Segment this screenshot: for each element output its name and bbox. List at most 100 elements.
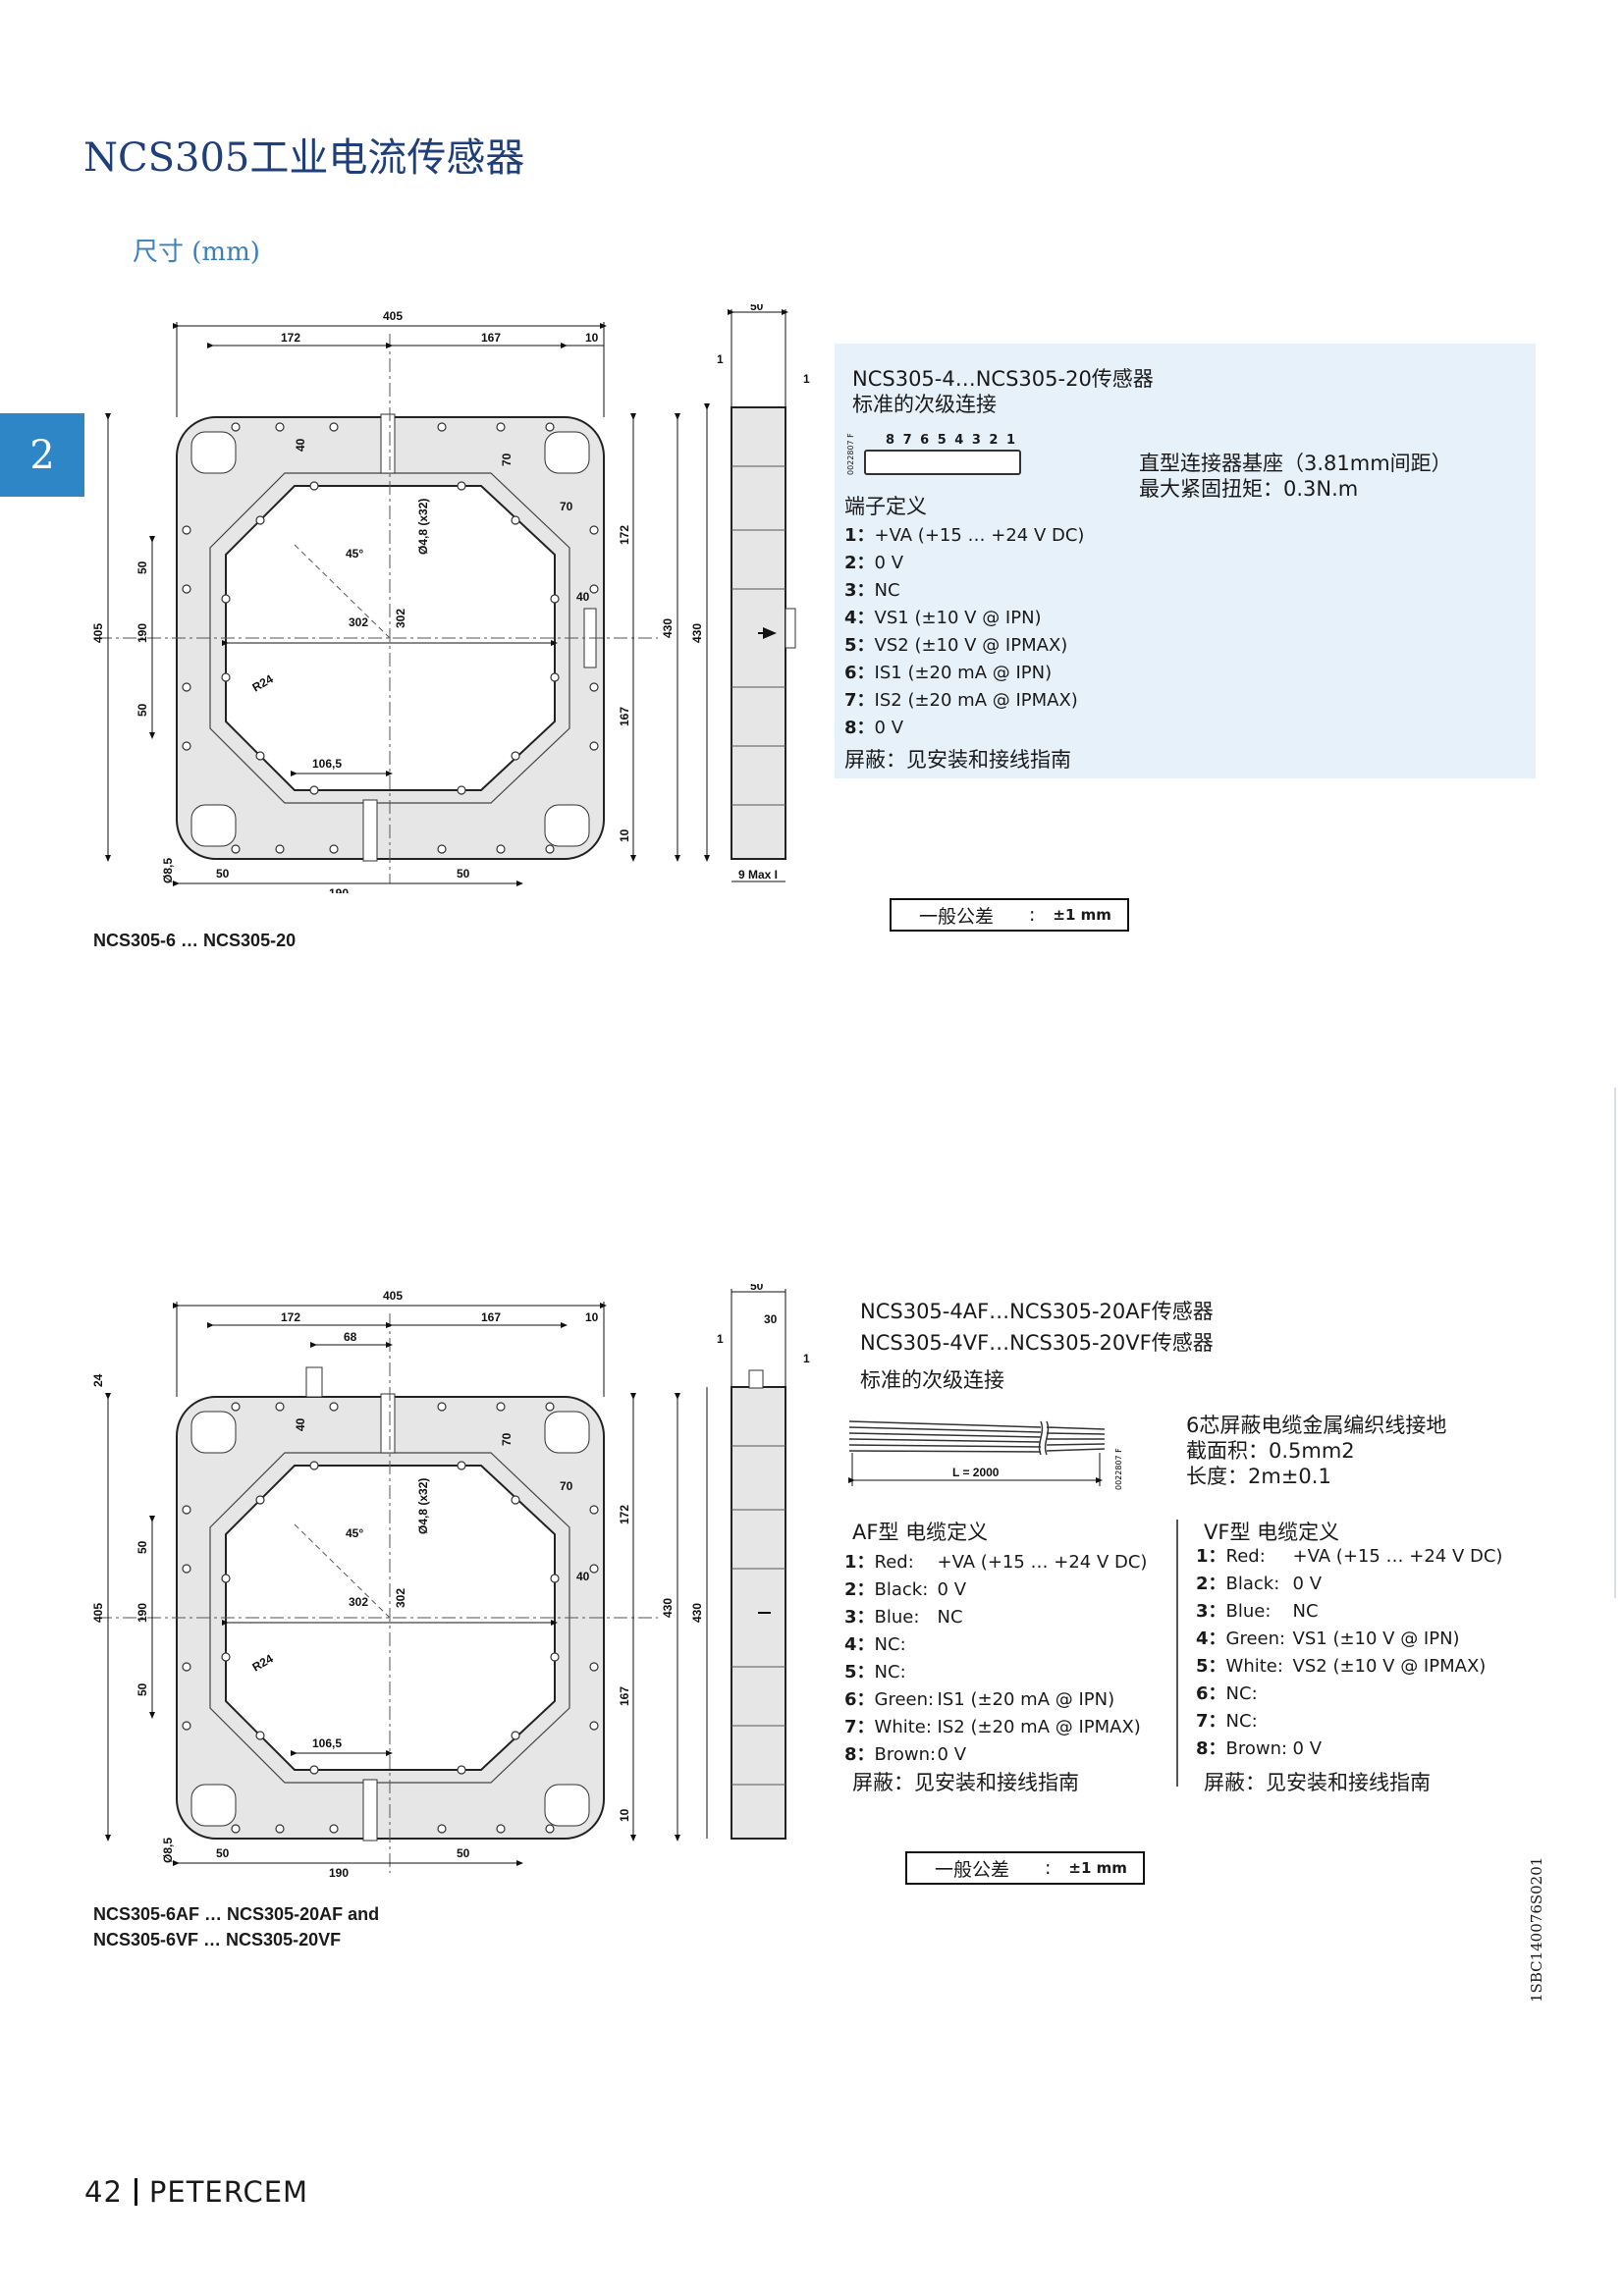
- af-cable-heading: AF型 电缆定义: [852, 1521, 989, 1544]
- dim-302-vertical: 302: [394, 1588, 407, 1608]
- pin-definition-list: 1：+VA (+15 … +24 V DC) 2：0 V 3：NC 4：VS1 …: [844, 522, 1084, 742]
- cable-note-length: 长度：2m±0.1: [1186, 1465, 1331, 1488]
- vf-cable-heading: VF型 电缆定义: [1204, 1521, 1340, 1544]
- connector-note-torque: 最大紧固扭矩：0.3N.m: [1139, 477, 1359, 501]
- dim-width: 405: [383, 309, 403, 323]
- bottom-model-caption-vf: NCS305-6VF … NCS305-20VF: [93, 1930, 342, 1949]
- pin-row: 3：Blue:NC: [1196, 1601, 1319, 1622]
- dim-302-horizontal: 302: [349, 1595, 368, 1609]
- document-id: 1SBC140076S0201: [1528, 1856, 1545, 2002]
- pin-row: 6：Green:IS1 (±20 mA @ IPN): [844, 1689, 1115, 1710]
- dim-left-50-bottom: 50: [135, 1682, 149, 1696]
- cable-length-label: L = 2000: [952, 1466, 1000, 1479]
- cable-drawing: L = 2000 0022807 F: [848, 1420, 1123, 1490]
- af-pin-list: 1：Red:+VA (+15 … +24 V DC) 2：Black:0 V 3…: [844, 1549, 1147, 1769]
- dim-bottom-50-left: 50: [216, 867, 230, 881]
- side-dim-430: 430: [690, 1603, 704, 1623]
- column-divider: [1176, 1520, 1178, 1787]
- dim-70-horizontal: 70: [560, 1479, 573, 1493]
- dim-bottom-190: 190: [329, 1866, 349, 1880]
- dim-hole-diameter: Ø4,8 (x32): [416, 1478, 430, 1534]
- tolerance-value: ±1 mm: [1068, 1859, 1127, 1877]
- cable-note-shield: 6芯屏蔽电缆金属编织线接地: [1186, 1414, 1447, 1437]
- dim-right-430: 430: [661, 1598, 675, 1618]
- pin-row: 7：NC:: [1196, 1711, 1258, 1732]
- dim-bottom-50-right: 50: [457, 1846, 470, 1860]
- top-front-view-drawing: 405 172 167 10 40 70 70 40 302 302 45° Ø…: [91, 309, 680, 893]
- dim-left-50-bottom: 50: [135, 703, 149, 717]
- pin-row: 4：NC:: [844, 1634, 906, 1655]
- af-shield-note: 屏蔽：见安装和接线指南: [852, 1771, 1079, 1794]
- footer-separator: [134, 2178, 137, 2206]
- dim-70-vertical: 70: [500, 1432, 514, 1446]
- bottom-tolerance-box: 一般公差 : ±1 mm: [905, 1851, 1145, 1885]
- pin-definition-heading: 端子定义: [844, 495, 927, 518]
- dim-106-5: 106,5: [312, 757, 342, 771]
- bottom-side-view-drawing: 50 30 1 1 430: [690, 1284, 810, 1840]
- tolerance-label: 一般公差: [919, 905, 995, 928]
- dim-right-167: 167: [618, 1686, 631, 1706]
- cable-code: 0022807 F: [1114, 1448, 1123, 1490]
- dim-40: 40: [294, 438, 307, 452]
- dim-40-right: 40: [576, 590, 590, 604]
- bottom-panel-subheading: 标准的次级连接: [860, 1368, 1004, 1392]
- dim-left-405: 405: [91, 623, 105, 643]
- side-dim-30: 30: [764, 1312, 778, 1326]
- dim-24: 24: [91, 1373, 105, 1387]
- dim-68: 68: [344, 1330, 357, 1344]
- side-dim-50: 50: [750, 1284, 764, 1293]
- side-dim-max: 9 Max I: [738, 868, 778, 881]
- bottom-front-view-drawing: 405 172 167 10 68 24 40 70 70 40 302 302…: [91, 1289, 680, 1880]
- section-subtitle: 尺寸 (mm): [133, 238, 260, 267]
- dim-hole-diameter: Ø4,8 (x32): [416, 499, 430, 555]
- dim-right-10: 10: [618, 828, 631, 842]
- dim-172: 172: [281, 1310, 300, 1324]
- top-panel-heading: NCS305-4…NCS305-20传感器: [852, 367, 1154, 391]
- tolerance-separator: :: [1045, 1857, 1052, 1879]
- pin-row: 1：Red:+VA (+15 … +24 V DC): [1196, 1546, 1503, 1567]
- dim-167: 167: [481, 1310, 501, 1324]
- pin-row: 8：Brown:0 V: [1196, 1738, 1323, 1759]
- pin-row: 2：Black:0 V: [844, 1579, 967, 1600]
- dim-angle: 45°: [346, 1526, 363, 1540]
- pin-row: 1：Red:+VA (+15 … +24 V DC): [844, 1552, 1148, 1573]
- pin-row: 5：NC:: [844, 1662, 906, 1682]
- dim-70-horizontal: 70: [560, 500, 573, 513]
- side-dim-1-right: 1: [803, 1352, 810, 1365]
- dim-right-172: 172: [618, 1505, 631, 1524]
- tolerance-separator: :: [1029, 904, 1036, 926]
- pin-row: 7：White:IS2 (±20 mA @ IPMAX): [844, 1717, 1141, 1737]
- pin-row: 6：IS1 (±20 mA @ IPN): [844, 663, 1053, 683]
- pin-row: 5：VS2 (±10 V @ IPMAX): [844, 635, 1068, 656]
- top-shield-note: 屏蔽：见安装和接线指南: [844, 748, 1071, 772]
- top-side-view-drawing: 50 1 1 430 9 Max I: [690, 304, 810, 882]
- bottom-panel-heading-vf: NCS305-4VF…NCS305-20VF传感器: [860, 1331, 1214, 1355]
- dim-left-50-top: 50: [135, 1540, 149, 1554]
- dim-width: 405: [383, 1289, 403, 1303]
- page-title: NCS305工业电流传感器: [83, 135, 525, 181]
- pin-row: 2：Black:0 V: [1196, 1574, 1323, 1594]
- dim-167: 167: [481, 331, 501, 345]
- dim-right-430: 430: [661, 618, 675, 638]
- pin-row: 4：Green:VS1 (±10 V @ IPN): [1196, 1629, 1460, 1649]
- side-dim-1-left: 1: [717, 1332, 724, 1346]
- vf-shield-note: 屏蔽：见安装和接线指南: [1204, 1771, 1431, 1794]
- page-number: 42: [84, 2175, 123, 2209]
- margin-rule: [1614, 1088, 1616, 1598]
- pin-row: 8：0 V: [844, 718, 904, 738]
- dim-right-10: 10: [618, 1808, 631, 1822]
- dim-bottom-50-right: 50: [457, 867, 470, 881]
- pin-row: 1：+VA (+15 … +24 V DC): [844, 525, 1085, 546]
- dim-left-50-top: 50: [135, 561, 149, 574]
- chapter-tab[interactable]: 2: [0, 413, 84, 497]
- pin-row: 5：White:VS2 (±10 V @ IPMAX): [1196, 1656, 1487, 1677]
- dim-bottom-190: 190: [329, 886, 349, 893]
- side-dim-1-right: 1: [803, 372, 810, 386]
- dim-mount-hole: Ø8,5: [161, 1838, 175, 1863]
- dim-40: 40: [294, 1417, 307, 1431]
- dim-172: 172: [281, 331, 300, 345]
- dim-40-right: 40: [576, 1570, 590, 1583]
- bottom-panel-heading-af: NCS305-4AF…NCS305-20AF传感器: [860, 1300, 1214, 1323]
- connector-code: 0022807 F: [846, 433, 855, 475]
